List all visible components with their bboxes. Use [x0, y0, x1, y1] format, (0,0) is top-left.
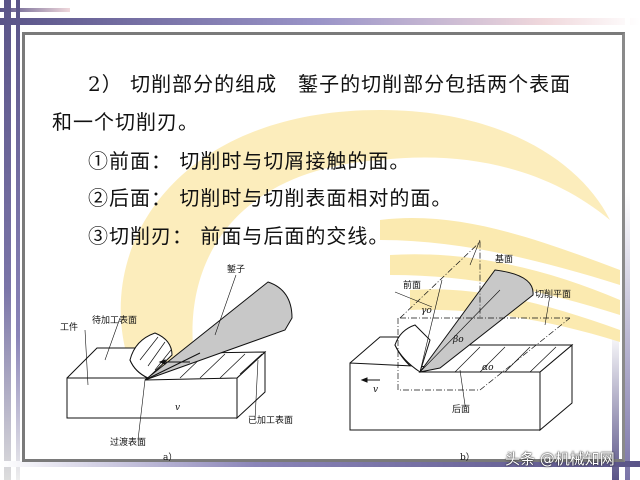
- label-velocity-b: v: [373, 385, 378, 395]
- label-alpha: αo: [482, 363, 494, 373]
- label-workpiece: 工件: [60, 321, 78, 333]
- label-beta: βo: [452, 335, 464, 345]
- caption-b: b）: [460, 452, 475, 463]
- label-base-plane: 基面: [495, 253, 513, 265]
- decor-bar: [4, 0, 11, 480]
- item-rake-face: ①前面： 切削时与切屑接触的面。: [88, 149, 411, 173]
- paragraph-line-2: 和一个切削刃。: [52, 110, 199, 134]
- slide-panel: [22, 32, 625, 462]
- decor-bar: [0, 18, 640, 25]
- decor-bar: [0, 8, 70, 12]
- caption-a: a）: [163, 452, 177, 463]
- label-chisel: 錾子: [227, 263, 245, 275]
- label-rake-face: 前面: [403, 279, 421, 291]
- decor-bar: [0, 461, 640, 467]
- label-gamma: γo: [421, 306, 432, 316]
- figure-a: [66, 274, 293, 441]
- label-transition: 过渡表面: [110, 436, 146, 448]
- label-velocity-a: v: [175, 403, 180, 413]
- paragraph-line-1: 2） 切削部分的组成 錾子的切削部分包括两个表面: [88, 72, 572, 96]
- label-cutting-plane: 切削平面: [535, 288, 571, 300]
- decor-bar: [612, 330, 619, 480]
- decor-bar: [625, 0, 630, 480]
- label-to-be-machined: 待加工表面: [92, 314, 137, 326]
- label-flank-face: 后面: [452, 404, 470, 415]
- decor-bar: [16, 0, 20, 480]
- label-machined: 已加工表面: [248, 414, 293, 426]
- item-cutting-edge: ③切削刃： 前面与后面的交线。: [88, 224, 390, 248]
- figure-b: [349, 239, 574, 432]
- watermark: 头条 @机械知网: [505, 450, 615, 468]
- item-flank-face: ②后面： 切削时与切削表面相对的面。: [88, 186, 453, 210]
